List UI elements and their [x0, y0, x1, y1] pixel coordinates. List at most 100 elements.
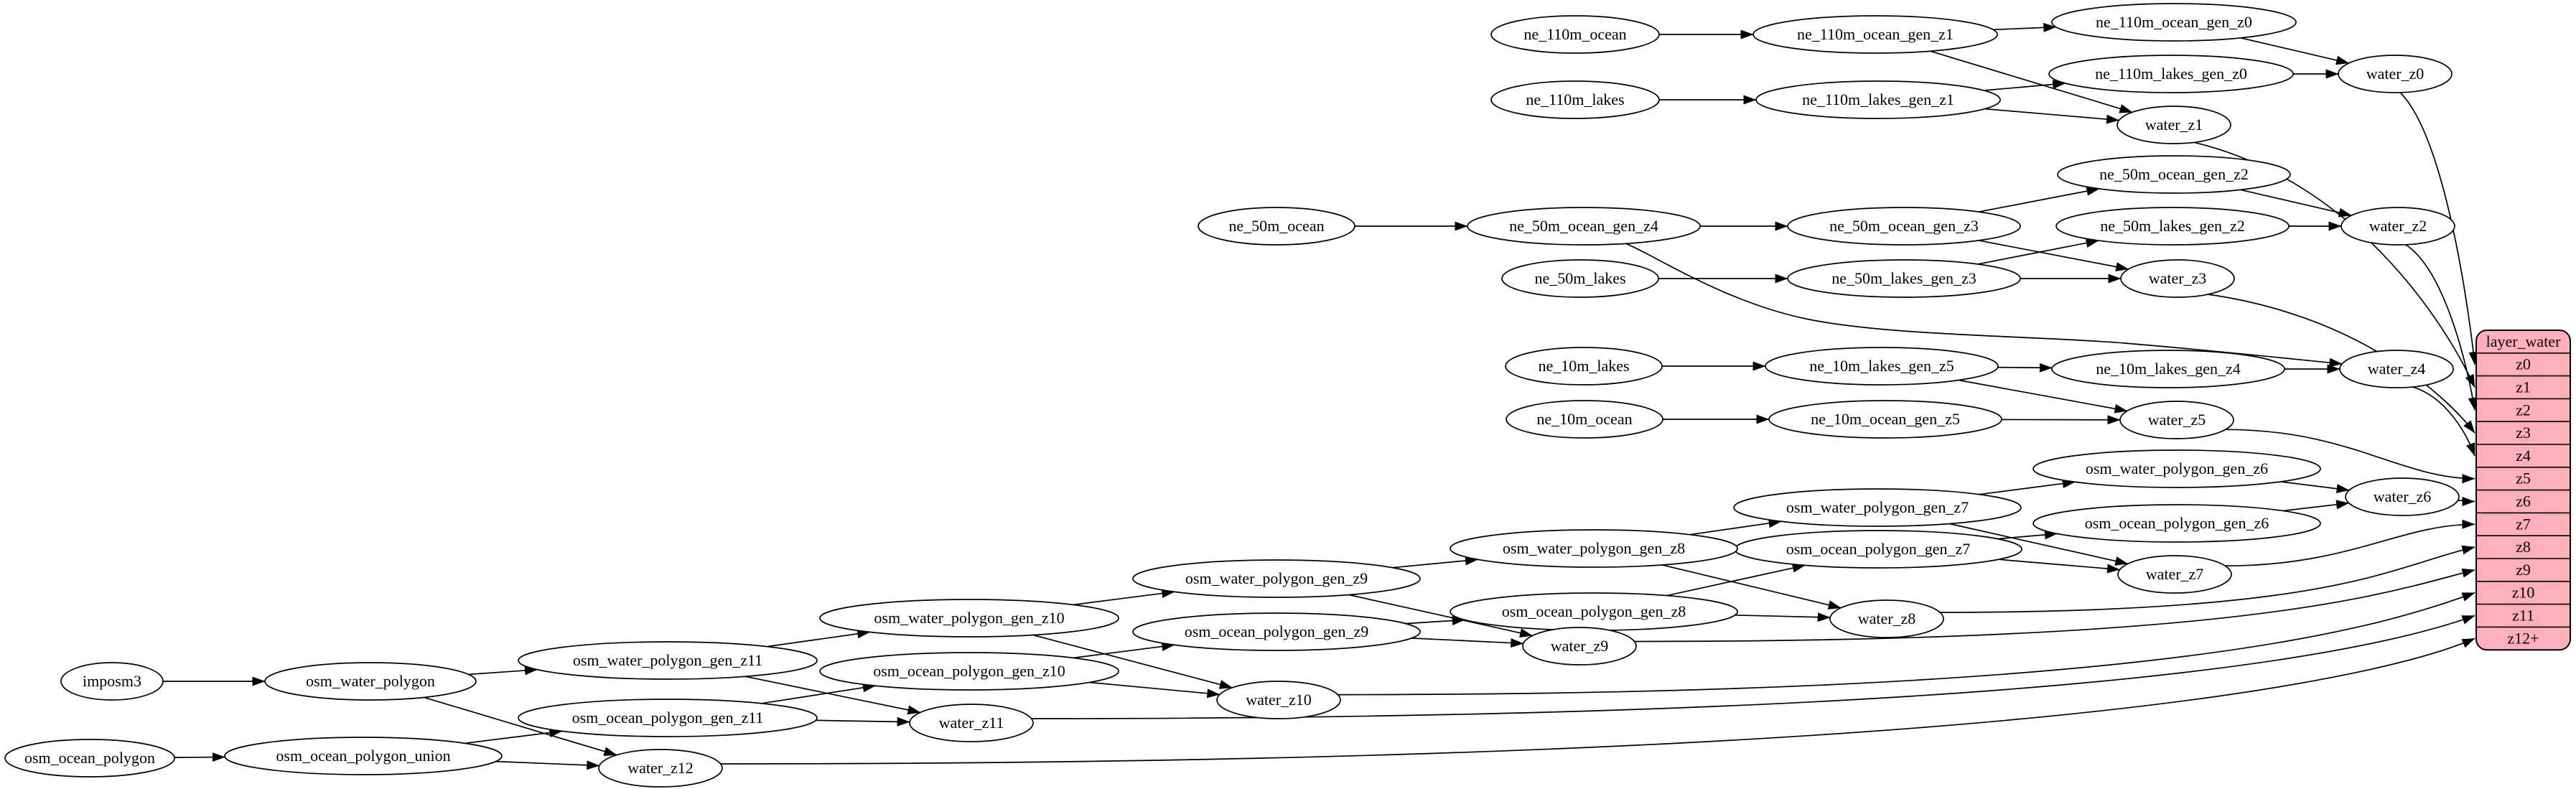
record-row-z0: z0 [2516, 355, 2531, 373]
node-osm_water_polygon_gen_z8: osm_water_polygon_gen_z8 [1450, 529, 1738, 568]
record-title: layer_water [2486, 332, 2561, 350]
node-ne_50m_lakes_gen_z2: ne_50m_lakes_gen_z2 [2055, 207, 2290, 246]
node-osm_ocean_polygon_gen_z10-label: osm_ocean_polygon_gen_z10 [873, 662, 1065, 680]
node-water_z9-shape [1522, 627, 1637, 666]
node-water_z0-shape [2338, 55, 2453, 93]
node-water_z7-shape [2117, 555, 2232, 594]
node-ne_50m_ocean_gen_z2: ne_50m_ocean_gen_z2 [2057, 155, 2291, 194]
node-ne_50m_ocean_gen_z4-label: ne_50m_ocean_gen_z4 [1509, 217, 1658, 235]
node-water_z4-label: water_z4 [2368, 360, 2426, 378]
node-ne_110m_lakes_gen_z1-shape [1755, 80, 2001, 119]
node-water_z11-shape [909, 704, 1034, 742]
node-ne_10m_lakes: ne_10m_lakes [1505, 347, 1663, 386]
node-osm_ocean_polygon_gen_z8: osm_ocean_polygon_gen_z8 [1450, 592, 1738, 631]
node-osm_ocean_polygon_gen_z7-label: osm_ocean_polygon_gen_z7 [1786, 540, 1971, 558]
node-ne_10m_ocean-shape [1506, 400, 1663, 439]
node-osm_ocean_polygon_gen_z11: osm_ocean_polygon_gen_z11 [518, 699, 818, 737]
node-osm_ocean_polygon_gen_z9: osm_ocean_polygon_gen_z9 [1132, 612, 1421, 651]
node-osm_ocean_polygon_gen_z11-shape [518, 699, 818, 737]
edge-osm_water_polygon-to-osm_water_polygon_gen_z11 [468, 666, 538, 676]
node-osm_water_polygon-shape [264, 662, 477, 701]
node-osm_water_polygon_gen_z7-shape [1733, 488, 2022, 527]
node-ne_50m_ocean-shape [1198, 207, 1355, 246]
edge-osm_water_polygon_gen_z6-to-water_z6 [2280, 481, 2350, 494]
edge-ne_110m_ocean_gen_z1-to-water_z1 [1930, 50, 2133, 113]
node-ne_110m_lakes-shape [1490, 80, 1660, 119]
edge-water_z2-to-layer_water-z2 [2405, 244, 2478, 411]
node-osm_ocean_polygon_union-shape [224, 737, 503, 775]
node-ne_110m_ocean_gen_z1-shape [1753, 15, 1998, 54]
node-ne_50m_ocean-label: ne_50m_ocean [1228, 217, 1324, 235]
node-ne_110m_ocean_gen_z0-shape [2051, 3, 2297, 42]
edge-osm_water_polygon_gen_z8-to-water_z8 [1662, 564, 1842, 610]
edge-water_z7-to-layer_water-z7 [2225, 519, 2475, 567]
node-water_z2: water_z2 [2341, 207, 2455, 246]
edge-osm_ocean_polygon_gen_z7-to-osm_ocean_polygon_gen_z6 [1997, 530, 2058, 540]
node-ne_110m_lakes_gen_z0-shape [2048, 55, 2294, 93]
node-water_z1-label: water_z1 [2145, 116, 2203, 134]
node-water_z5-shape [2119, 401, 2234, 439]
edge-osm_ocean_polygon_gen_z11-to-osm_ocean_polygon_gen_z10 [761, 683, 876, 704]
edge-osm_ocean_polygon_gen_z8-to-osm_ocean_polygon_gen_z7 [1666, 563, 1806, 597]
edge-osm_ocean_polygon_gen_z9-to-water_z9 [1411, 638, 1524, 648]
record-row-z6: z6 [2516, 492, 2531, 510]
node-osm_water_polygon_gen_z7: osm_water_polygon_gen_z7 [1733, 488, 2022, 527]
record-row-z7: z7 [2516, 515, 2531, 533]
node-ne_110m_ocean_gen_z0: ne_110m_ocean_gen_z0 [2051, 3, 2297, 42]
edge-water_z11-to-layer_water-z11 [1031, 615, 2475, 719]
edge-ne_110m_ocean_gen_z0-to-water_z0 [2240, 37, 2350, 65]
node-ne_10m_ocean_gen_z5-shape [1768, 400, 2002, 439]
node-osm_ocean_polygon_gen_z9-shape [1132, 612, 1421, 651]
node-osm_ocean_polygon_gen_z6-label: osm_ocean_polygon_gen_z6 [2085, 514, 2269, 532]
node-osm_ocean_polygon_gen_z10-shape [819, 652, 1119, 691]
node-water_z4: water_z4 [2339, 350, 2454, 388]
edge-osm_water_polygon_gen_z9-to-water_z9 [1348, 594, 1534, 638]
record-row-z11: z11 [2512, 607, 2534, 625]
node-ne_50m_ocean_gen_z2-shape [2057, 155, 2291, 194]
node-ne_50m_ocean_gen_z4: ne_50m_ocean_gen_z4 [1467, 207, 1701, 246]
node-osm_water_polygon_gen_z11: osm_water_polygon_gen_z11 [518, 641, 818, 680]
edge-osm_ocean_polygon_gen_z7-to-water_z7 [1998, 559, 2120, 574]
record-row-z4: z4 [2516, 447, 2531, 464]
node-ne_110m_lakes_gen_z1: ne_110m_lakes_gen_z1 [1755, 80, 2001, 119]
node-water_z1: water_z1 [2117, 106, 2231, 144]
node-osm_water_polygon_gen_z6-shape [2033, 449, 2321, 488]
node-water_z0: water_z0 [2338, 55, 2453, 93]
node-water_z0-label: water_z0 [2366, 65, 2425, 83]
node-osm_ocean_polygon_union-label: osm_ocean_polygon_union [276, 747, 450, 765]
node-osm_ocean_polygon_gen_z6-shape [2033, 504, 2321, 543]
edge-osm_ocean_polygon_gen_z9-to-osm_ocean_polygon_gen_z8 [1405, 616, 1465, 626]
node-ne_50m_lakes_gen_z2-label: ne_50m_lakes_gen_z2 [2100, 217, 2245, 235]
edge-osm_water_polygon_gen_z10-to-osm_water_polygon_gen_z9 [1073, 589, 1175, 606]
edge-water_z10-to-layer_water-z10 [1338, 592, 2475, 696]
record-layer-water: layer_waterz0z1z2z3z4z5z6z7z8z9z10z11z12… [2475, 330, 2571, 651]
node-ne_110m_lakes-label: ne_110m_lakes [1526, 90, 1624, 108]
edge-osm_water_polygon_gen_z11-to-osm_water_polygon_gen_z10 [767, 629, 871, 648]
edge-osm_water_polygon_gen_z7-to-water_z7 [1949, 523, 2129, 566]
node-osm_ocean_polygon-shape [4, 739, 175, 778]
edge-osm_ocean_polygon_union-to-water_z12 [495, 760, 600, 770]
node-osm_water_polygon_gen_z9: osm_water_polygon_gen_z9 [1132, 559, 1421, 598]
node-ne_50m_lakes: ne_50m_lakes [1501, 259, 1659, 298]
record-row-z9: z9 [2516, 561, 2531, 579]
node-water_z8-shape [1829, 599, 1944, 638]
node-ne_50m_lakes_gen_z3-shape [1787, 259, 2021, 298]
node-water_z3: water_z3 [2120, 259, 2235, 298]
node-osm_water_polygon_gen_z9-shape [1132, 559, 1421, 598]
record-row-z8: z8 [2516, 538, 2531, 556]
node-ne_110m_ocean_gen_z0-label: ne_110m_ocean_gen_z0 [2096, 13, 2252, 31]
node-water_z11-label: water_z11 [939, 714, 1004, 732]
edge-osm_ocean_polygon_gen_z11-to-water_z11 [816, 716, 910, 727]
node-ne_110m_lakes_gen_z0-label: ne_110m_lakes_gen_z0 [2095, 65, 2247, 83]
edge-ne_50m_ocean_gen_z2-to-water_z2 [2240, 189, 2352, 218]
edge-ne_10m_lakes_gen_z5-to-water_z5 [1958, 379, 2128, 414]
node-ne_50m_lakes_gen_z3-label: ne_50m_lakes_gen_z3 [1831, 269, 1977, 287]
node-ne_50m_lakes-label: ne_50m_lakes [1534, 269, 1625, 287]
node-osm_water_polygon_gen_z6: osm_water_polygon_gen_z6 [2033, 449, 2321, 488]
edge-ne_110m_ocean_gen_z1-to-ne_110m_ocean_gen_z0 [1993, 22, 2057, 32]
node-osm_water_polygon_gen_z11-label: osm_water_polygon_gen_z11 [573, 651, 762, 669]
node-water_z10-shape [1216, 681, 1341, 719]
edge-ne_50m_ocean_gen_z3-to-water_z3 [1978, 240, 2129, 272]
node-ne_110m_ocean: ne_110m_ocean [1490, 15, 1660, 54]
